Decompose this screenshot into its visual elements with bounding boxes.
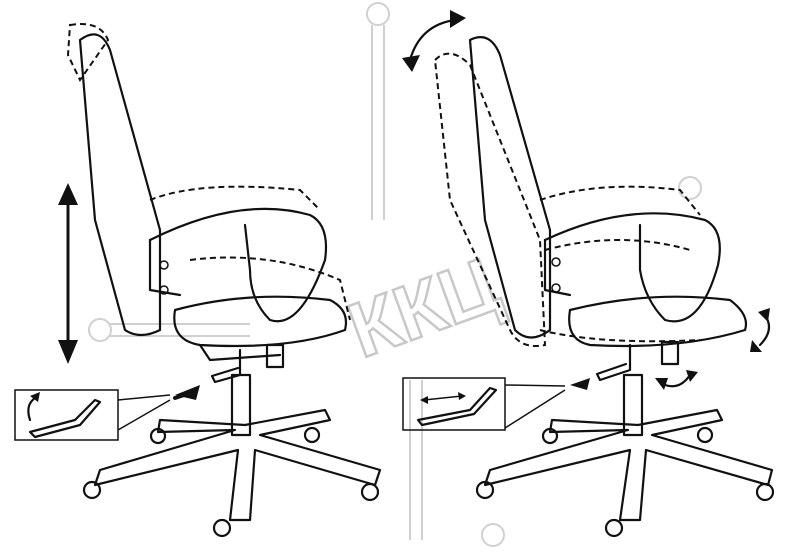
- tilt-arrow-icon: [408, 18, 457, 62]
- chair-height-adjustment: [14, 23, 382, 538]
- lever-inset-left: [14, 389, 119, 441]
- arrow-up-icon: [58, 183, 78, 205]
- chair-tilt-adjustment: [402, 10, 775, 538]
- lever-inset-right: [402, 377, 506, 431]
- arrow-down-icon: [58, 340, 78, 364]
- svg-text:ККЦ: ККЦ: [337, 240, 510, 375]
